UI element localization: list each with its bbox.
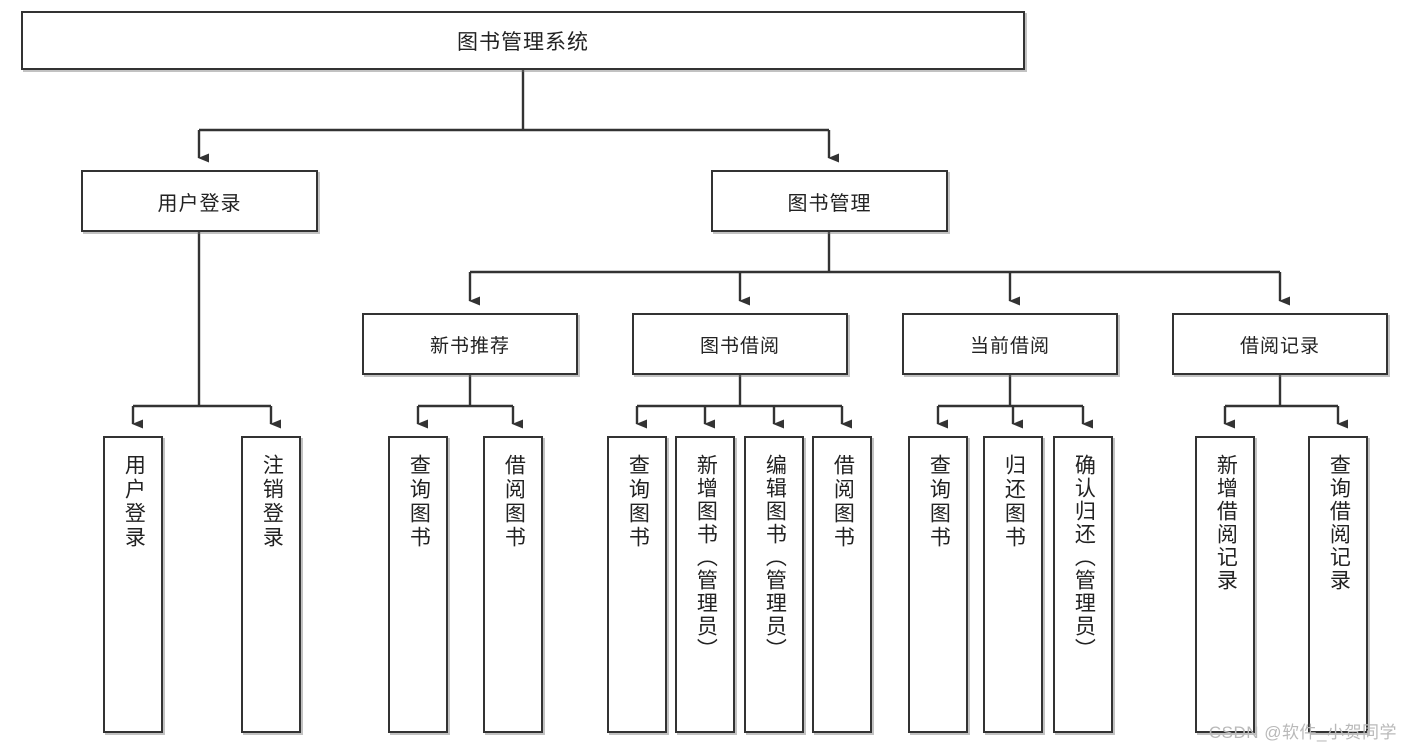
node-label: 借阅记录 [1239, 335, 1320, 357]
leaf-current-query-book[interactable]: 查询图书 [908, 436, 968, 733]
node-borrow-record[interactable]: 借阅记录 [1172, 313, 1388, 375]
leaf-record-query-record[interactable]: 查询借阅记录 [1308, 436, 1368, 733]
node-current-borrow[interactable]: 当前借阅 [902, 313, 1118, 375]
leaf-borrow-query-book[interactable]: 查询图书 [607, 436, 667, 733]
leaf-borrow-borrow-book[interactable]: 借阅图书 [812, 436, 872, 733]
node-label: 当前借阅 [969, 335, 1050, 357]
node-label: 编辑图书（管理员） [763, 454, 787, 661]
leaf-borrow-add-book-admin[interactable]: 新增图书（管理员） [675, 436, 735, 733]
node-label: 借阅图书 [502, 454, 526, 550]
node-book-borrow[interactable]: 图书借阅 [632, 313, 848, 375]
node-label: 查询借阅记录 [1327, 454, 1351, 592]
node-new-book-recommend[interactable]: 新书推荐 [362, 313, 578, 375]
leaf-current-return-book[interactable]: 归还图书 [983, 436, 1043, 733]
node-label: 新增图书（管理员） [694, 454, 718, 661]
watermark-text: CSDN @软件_小贺同学 [1208, 723, 1397, 742]
leaf-record-add-record[interactable]: 新增借阅记录 [1195, 436, 1255, 733]
node-label: 查询图书 [407, 454, 431, 550]
node-label: 注销登录 [260, 454, 284, 550]
node-label: 查询图书 [927, 454, 951, 550]
node-label: 新增借阅记录 [1214, 454, 1238, 592]
leaf-borrow-edit-book-admin[interactable]: 编辑图书（管理员） [744, 436, 804, 733]
node-root-system[interactable]: 图书管理系统 [21, 11, 1025, 70]
leaf-recommend-borrow-book[interactable]: 借阅图书 [483, 436, 543, 733]
node-label: 图书管理系统 [457, 30, 589, 54]
leaf-current-confirm-return-admin[interactable]: 确认归还（管理员） [1053, 436, 1113, 733]
node-label: 归还图书 [1002, 454, 1026, 550]
leaf-user-login-login[interactable]: 用户登录 [103, 436, 163, 733]
node-label: 用户登录 [122, 454, 146, 550]
node-label: 确认归还（管理员） [1072, 454, 1096, 661]
leaf-recommend-query-book[interactable]: 查询图书 [388, 436, 448, 733]
node-label: 借阅图书 [831, 454, 855, 550]
node-label: 查询图书 [626, 454, 650, 550]
node-book-management[interactable]: 图书管理 [711, 170, 948, 232]
node-user-login[interactable]: 用户登录 [81, 170, 318, 232]
node-label: 用户登录 [157, 192, 242, 215]
node-label: 新书推荐 [429, 335, 510, 357]
leaf-user-login-logout[interactable]: 注销登录 [241, 436, 301, 733]
node-label: 图书管理 [787, 192, 872, 215]
node-label: 图书借阅 [699, 335, 780, 357]
